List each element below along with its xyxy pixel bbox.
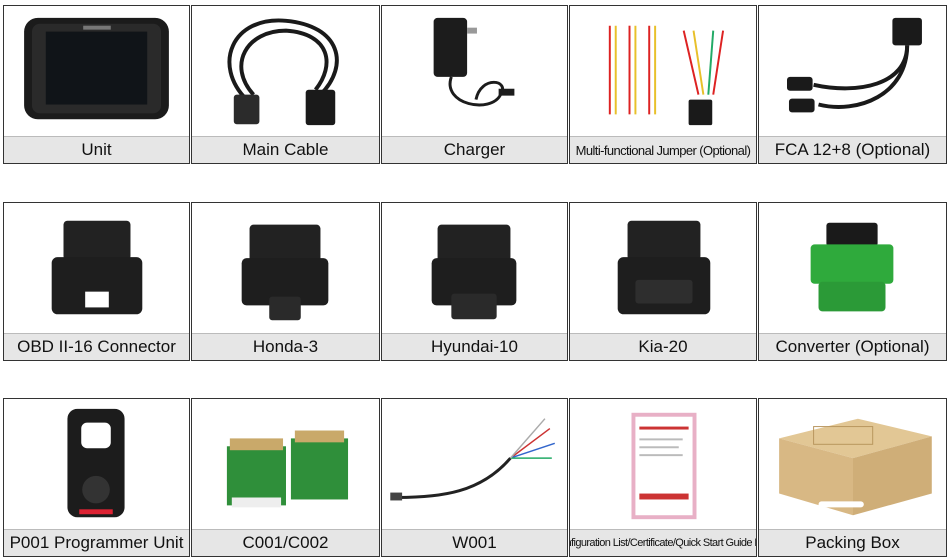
honda-connector-image — [192, 203, 379, 334]
item-main-cable[interactable]: Main Cable — [191, 5, 380, 164]
item-label: FCA 12+8 (Optional) — [759, 136, 946, 163]
item-label: W001 — [382, 529, 567, 556]
item-hyundai[interactable]: Hyundai-10 — [381, 202, 568, 361]
item-p001[interactable]: P001 Programmer Unit — [3, 398, 190, 557]
converter-image — [759, 203, 946, 334]
jumper-wires-image — [570, 6, 756, 137]
documents-image — [570, 399, 756, 530]
item-label: OBD II-16 Connector — [4, 333, 189, 360]
item-obd2[interactable]: OBD II-16 Connector — [3, 202, 190, 361]
kia-connector-image — [570, 203, 756, 334]
fca-cable-image — [759, 6, 946, 137]
item-label: Charger — [382, 136, 567, 163]
item-honda[interactable]: Honda-3 — [191, 202, 380, 361]
item-label: Kia-20 — [570, 333, 756, 360]
item-label: Honda-3 — [192, 333, 379, 360]
item-label: Hyundai-10 — [382, 333, 567, 360]
item-c001-c002[interactable]: C001/C002 — [191, 398, 380, 557]
item-jumper[interactable]: Multi-functional Jumper (Optional) — [569, 5, 757, 164]
item-fca[interactable]: FCA 12+8 (Optional) — [758, 5, 947, 164]
item-kia[interactable]: Kia-20 — [569, 202, 757, 361]
item-label: Main Cable — [192, 136, 379, 163]
hyundai-connector-image — [382, 203, 567, 334]
item-label: Configuration List/Certificate/Quick Sta… — [570, 529, 756, 556]
w001-cable-image — [382, 399, 567, 530]
item-label: Multi-functional Jumper (Optional) — [570, 136, 756, 163]
item-label: Converter (Optional) — [759, 333, 946, 360]
item-packing-box[interactable]: Packing Box — [758, 398, 947, 557]
obd2-connector-image — [4, 203, 189, 334]
item-w001[interactable]: W001 — [381, 398, 568, 557]
item-unit[interactable]: Unit — [3, 5, 190, 164]
main-cable-image — [192, 6, 379, 137]
item-label: Unit — [4, 136, 189, 163]
p001-programmer-image — [4, 399, 189, 530]
tablet-unit-image — [4, 6, 189, 137]
item-converter[interactable]: Converter (Optional) — [758, 202, 947, 361]
charger-image — [382, 6, 567, 137]
item-label: Packing Box — [759, 529, 946, 556]
item-documents[interactable]: Configuration List/Certificate/Quick Sta… — [569, 398, 757, 557]
item-charger[interactable]: Charger — [381, 5, 568, 164]
item-label: P001 Programmer Unit — [4, 529, 189, 556]
packing-box-image — [759, 399, 946, 530]
c001-c002-board-image — [192, 399, 379, 530]
item-label: C001/C002 — [192, 529, 379, 556]
